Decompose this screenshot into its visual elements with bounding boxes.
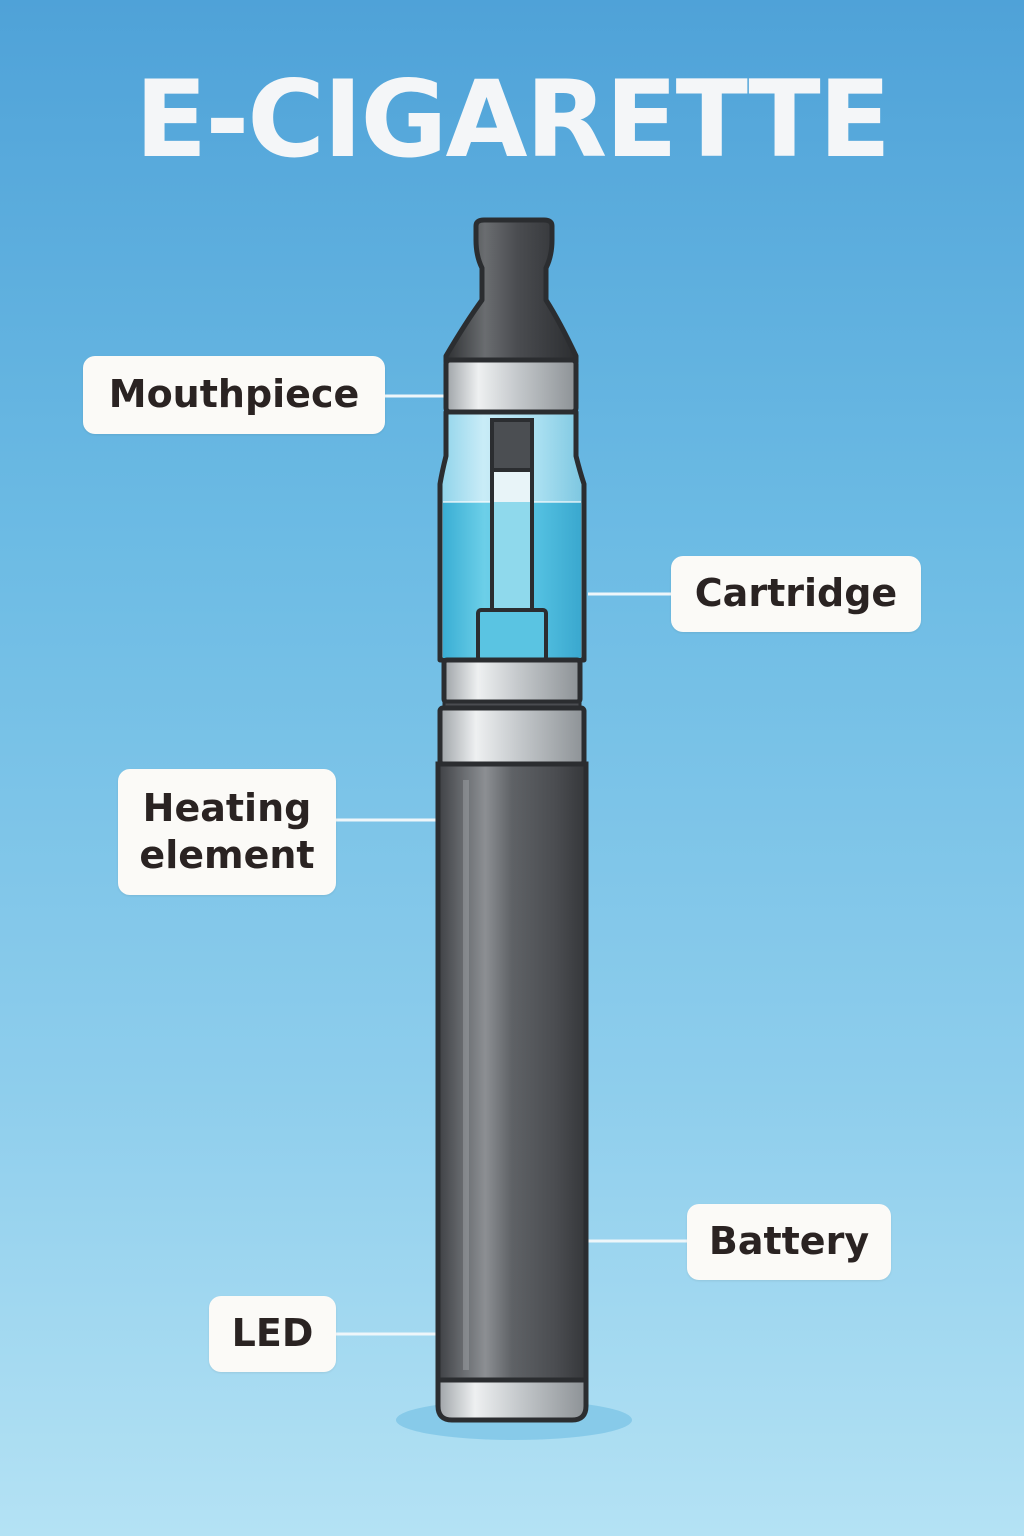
central-tube-dark: [490, 418, 534, 472]
battery-label: Battery: [687, 1204, 891, 1280]
mouthpiece-ring: [443, 357, 579, 415]
atomizer-base: [476, 608, 548, 662]
cartridge-lower-ring: [441, 657, 583, 705]
cartridge-label: Cartridge: [671, 556, 921, 632]
battery-upper-ring: [437, 705, 587, 767]
mouthpiece-tip: [443, 217, 579, 365]
central-tube-submerged: [494, 502, 530, 618]
diagram-title: E-CIGARETTE: [134, 58, 891, 181]
battery-body: [435, 761, 589, 1385]
heating-element-label-line2: element: [139, 833, 315, 877]
led-label: LED: [209, 1296, 336, 1372]
mouthpiece-label: Mouthpiece: [83, 356, 385, 434]
battery-end-cap: [435, 1377, 589, 1423]
heating-element-label: Heating element: [118, 769, 336, 895]
leader-lines: [336, 394, 687, 1336]
heating-element-label-line1: Heating: [142, 785, 312, 830]
